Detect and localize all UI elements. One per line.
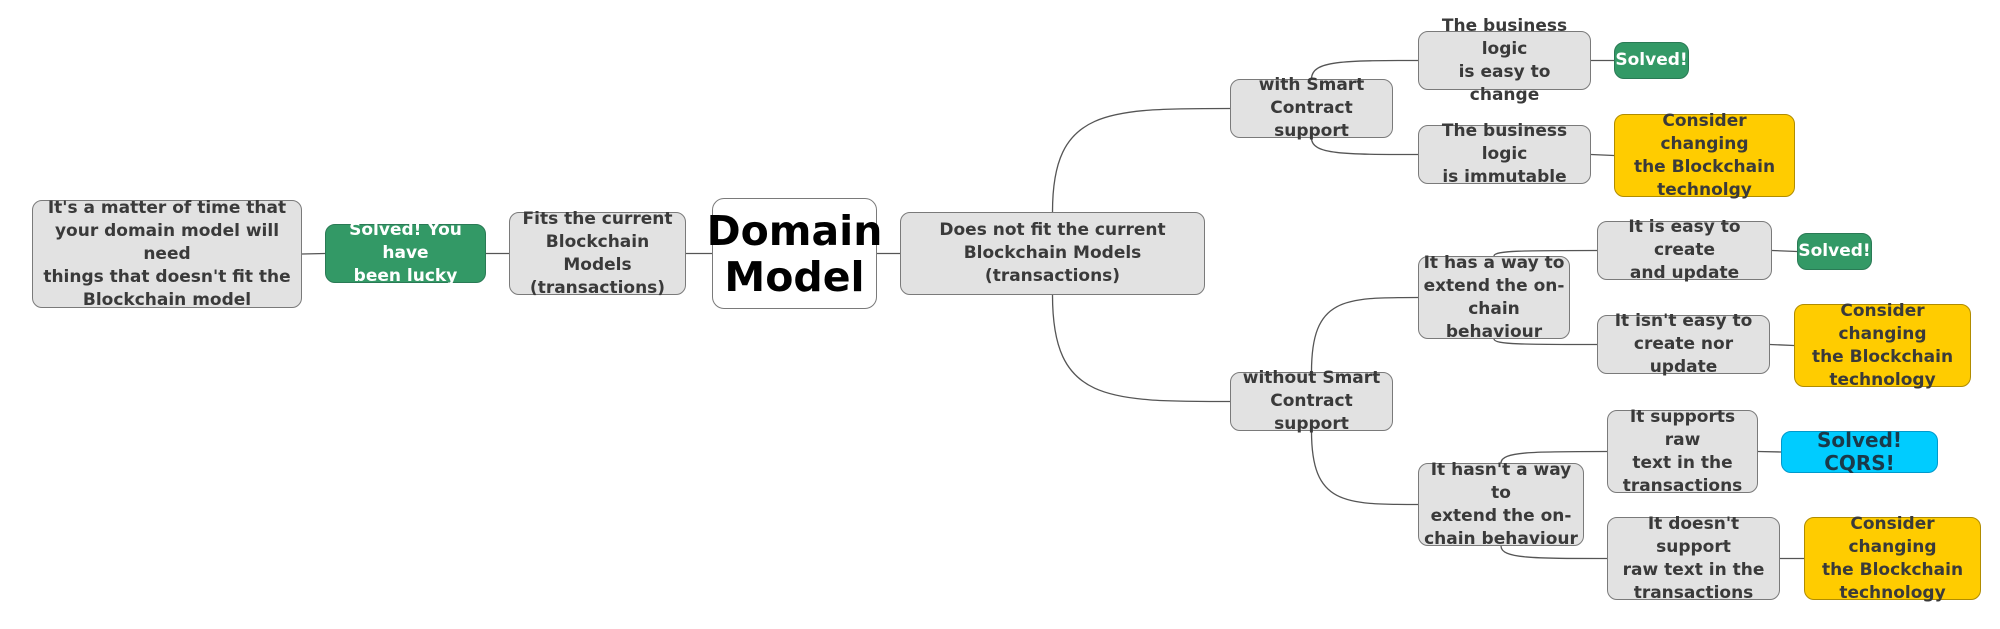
node-fits-current-models: Fits the current Blockchain Models (tran… bbox=[509, 209, 686, 298]
node-without-smart-contract: without Smart Contract support bbox=[1230, 368, 1393, 434]
node-no-raw-text: It doesn't support raw text in the trans… bbox=[1607, 514, 1780, 603]
connector-line bbox=[1493, 249, 1598, 257]
connector-line bbox=[1310, 296, 1419, 373]
connector-line bbox=[1771, 249, 1798, 253]
connector-line bbox=[1493, 338, 1598, 346]
node-easy-to-create: It is easy to create and update bbox=[1597, 217, 1772, 283]
connector-line bbox=[1757, 450, 1782, 453]
node-matter-of-time: It's a matter of time that your domain m… bbox=[32, 198, 302, 310]
node-solved-lucky: Solved! You have been lucky bbox=[325, 220, 486, 286]
connector-line bbox=[1310, 430, 1419, 506]
root-node-domain-model: Domain Model bbox=[707, 198, 882, 309]
node-solved: Solved! bbox=[1614, 42, 1689, 79]
connector-line bbox=[1310, 59, 1419, 80]
node-consider-changing: Consider changing the Blockchain technol… bbox=[1794, 301, 1971, 390]
node-solved-cqrs: Solved! CQRS! bbox=[1781, 429, 1938, 475]
connector-line bbox=[1590, 153, 1615, 157]
connector-line bbox=[1500, 545, 1608, 560]
node-consider-changing: Consider changing the Blockchain technol… bbox=[1614, 111, 1795, 200]
node-consider-changing: Consider changing the Blockchain technol… bbox=[1804, 514, 1981, 603]
node-solved: Solved! bbox=[1797, 233, 1872, 270]
node-logic-easy-to-change: The business logic is easy to change bbox=[1418, 16, 1591, 105]
connector-line bbox=[1051, 107, 1231, 213]
node-does-not-fit: Does not fit the current Blockchain Mode… bbox=[900, 212, 1205, 295]
connector-line bbox=[301, 252, 326, 255]
connector-line bbox=[1310, 137, 1419, 156]
node-logic-immutable: The business logic is immutable bbox=[1418, 121, 1591, 187]
connector-line bbox=[1769, 343, 1795, 347]
connector-line bbox=[1500, 450, 1608, 464]
node-hasnt-way-to-extend: It hasn't a way to extend the on- chain … bbox=[1418, 460, 1584, 549]
node-has-way-to-extend: It has a way to extend the on- chain beh… bbox=[1418, 253, 1570, 342]
node-with-smart-contract: with Smart Contract support bbox=[1230, 75, 1393, 141]
node-supports-raw-text: It supports raw text in the transactions bbox=[1607, 407, 1758, 496]
node-not-easy-to-create: It isn't easy to create nor update bbox=[1597, 311, 1770, 377]
connector-line bbox=[1051, 294, 1231, 403]
